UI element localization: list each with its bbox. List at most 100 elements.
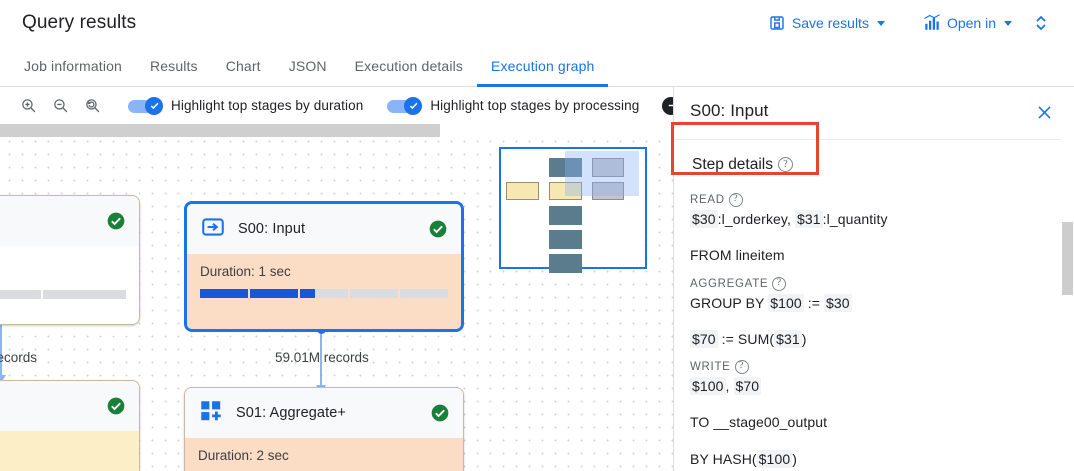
node-duration-band — [0, 431, 139, 471]
zoom-reset-button[interactable] — [78, 92, 106, 120]
toggle-duration-group: Highlight top stages by duration — [116, 96, 375, 115]
progress-segment — [250, 289, 298, 298]
expand-collapse-chevrons-icon — [1036, 15, 1046, 31]
progress-segment — [0, 290, 42, 299]
progress-segment — [300, 289, 348, 298]
graph-node-partial-bottom[interactable] — [0, 380, 140, 471]
graph-node-s00-input[interactable]: S00: Input Duration: 1 sec — [184, 201, 464, 332]
app-header: Query results Save results — [0, 0, 1074, 46]
edge-left-line — [0, 317, 2, 377]
node-progress-bar — [200, 289, 448, 298]
zoom-reset-icon — [85, 99, 99, 113]
graph-node-partial-top[interactable] — [0, 195, 140, 325]
read-keyword: READ ? — [690, 193, 1058, 207]
node-header: S00: Input — [187, 204, 461, 254]
panel-header: S00: Input — [674, 87, 1074, 140]
aggregate-sum-value: $70 := SUM($31) — [690, 329, 807, 348]
node-duration-label: Duration: 1 sec — [200, 264, 291, 279]
edge-left-label-records: records — [0, 350, 38, 365]
zoom-in-icon — [21, 99, 35, 113]
minimap-node — [549, 182, 582, 200]
zoom-controls — [0, 92, 116, 120]
tab-chart[interactable]: Chart — [225, 58, 261, 74]
tab-execution-details[interactable]: Execution details — [354, 58, 464, 74]
close-panel-button[interactable] — [1031, 101, 1058, 129]
node-title: S00: Input — [238, 221, 306, 237]
check-circle-icon — [429, 220, 447, 238]
expand-collapse-button[interactable] — [1020, 9, 1058, 37]
zoom-out-button[interactable] — [46, 92, 74, 120]
help-circle-icon[interactable]: ? — [734, 360, 749, 375]
node-duration-band — [0, 246, 139, 324]
node-header: S01: Aggregate+ — [185, 388, 463, 438]
close-icon — [1038, 106, 1051, 119]
progress-segment — [350, 289, 398, 298]
aggregate-groupby-value: GROUP BY $100 := $30 — [690, 293, 852, 312]
graph-hscrollbar-thumb[interactable] — [0, 124, 440, 137]
minimap-node — [549, 206, 582, 225]
write-by-hash-value: BY HASH($100) — [690, 449, 797, 468]
toggle-duration-label: Highlight top stages by duration — [171, 98, 364, 113]
read-value: $30:l_orderkey, $31:l_quantity — [690, 210, 888, 228]
bar-chart-icon — [923, 14, 941, 32]
check-circle-icon — [431, 404, 449, 422]
help-circle-icon[interactable]: ? — [778, 157, 793, 172]
aggregate-keyword-label: AGGREGATE — [690, 277, 769, 290]
minimap-node — [506, 182, 539, 200]
page-title: Query results — [22, 12, 137, 33]
execution-graph-canvas[interactable]: 59.01M records records — [0, 124, 673, 471]
graph-toolbar: Highlight top stages by duration Highlig… — [0, 87, 698, 124]
step-details-panel: S00: Input Step details ? READ ? $30:l_o… — [673, 87, 1074, 471]
write-to-value: TO __stage00_output — [690, 414, 828, 431]
read-keyword-label: READ — [690, 194, 725, 206]
save-results-button[interactable]: Save results — [760, 8, 893, 38]
node-duration-band: Duration: 1 sec — [187, 254, 461, 329]
minimap-node — [592, 182, 624, 200]
tab-execution-graph[interactable]: Execution graph — [477, 46, 609, 87]
input-arrow-icon — [200, 214, 226, 245]
toggle-processing-group: Highlight top stages by processing — [375, 96, 651, 115]
progress-segment — [43, 290, 127, 299]
check-icon — [150, 102, 158, 110]
write-keyword: WRITE ? — [690, 360, 1058, 375]
edge-label-records: 59.01M records — [275, 350, 369, 365]
node-duration-label: Duration: 2 sec — [198, 448, 289, 463]
from-value: FROM lineitem — [690, 247, 785, 264]
open-in-label: Open in — [946, 15, 996, 31]
tab-json[interactable]: JSON — [288, 58, 327, 74]
aggregate-keyword: AGGREGATE ? — [690, 276, 1058, 291]
tab-bar: Job information Results Chart JSON Execu… — [0, 46, 1074, 87]
panel-title: S00: Input — [690, 101, 769, 120]
help-circle-icon[interactable]: ? — [728, 193, 743, 207]
save-results-label: Save results — [791, 15, 869, 31]
step-details-label: Step details — [692, 156, 773, 173]
progress-segment — [200, 289, 248, 298]
tab-results[interactable]: Results — [149, 58, 198, 74]
aggregate-plus-icon — [198, 398, 224, 429]
check-circle-icon — [107, 397, 125, 415]
panel-body: Step details ? READ ? $30:l_orderkey, $3… — [674, 140, 1074, 471]
edge-left-arrow-icon — [0, 375, 6, 383]
toggle-highlight-duration[interactable] — [128, 96, 163, 115]
help-circle-icon[interactable]: ? — [772, 276, 787, 291]
zoom-in-button[interactable] — [14, 92, 42, 120]
open-in-button[interactable]: Open in — [915, 8, 1020, 38]
graph-minimap[interactable] — [499, 147, 647, 273]
write-keyword-label: WRITE — [690, 361, 731, 374]
toggle-highlight-processing[interactable] — [387, 96, 423, 115]
minimap-viewport[interactable] — [565, 151, 639, 196]
chevron-down-icon — [876, 20, 885, 26]
check-icon — [409, 102, 418, 110]
progress-segment — [400, 289, 448, 298]
switch-knob — [145, 96, 163, 115]
node-header — [0, 381, 139, 431]
check-circle-icon — [107, 212, 125, 230]
minimap-node — [549, 158, 582, 177]
panel-scrollbar-thumb[interactable] — [1062, 222, 1073, 295]
tab-job-information[interactable]: Job information — [24, 58, 122, 74]
save-icon — [768, 14, 786, 32]
graph-node-s01-aggregate[interactable]: S01: Aggregate+ Duration: 2 sec — [184, 387, 464, 471]
node-progress-bar — [0, 290, 127, 299]
node-duration-band: Duration: 2 sec — [185, 438, 463, 471]
